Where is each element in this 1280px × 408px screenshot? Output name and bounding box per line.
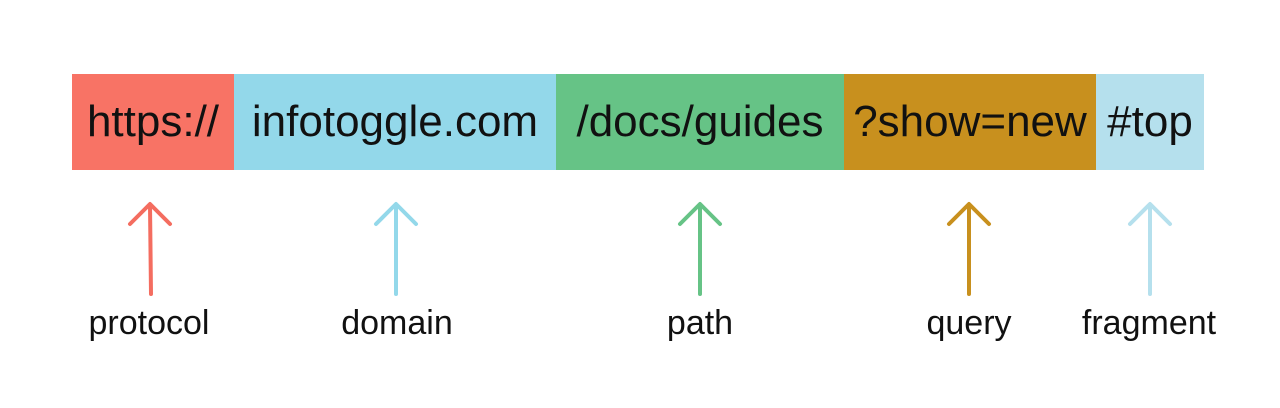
label-fragment: fragment xyxy=(1081,304,1217,342)
url-bar: https:// infotoggle.com /docs/guides ?sh… xyxy=(72,74,1204,170)
url-segment-protocol: https:// xyxy=(72,74,234,170)
label-protocol: protocol xyxy=(88,304,210,342)
url-segment-path: /docs/guides xyxy=(556,74,844,170)
arrow-path-icon xyxy=(678,202,722,296)
arrow-fragment-icon xyxy=(1128,202,1172,296)
arrow-protocol-icon xyxy=(128,202,172,296)
url-segment-query: ?show=new xyxy=(844,74,1096,170)
label-path: path xyxy=(666,304,734,342)
label-query: query xyxy=(926,304,1012,342)
url-segment-fragment: #top xyxy=(1096,74,1204,170)
arrow-query-icon xyxy=(947,202,991,296)
arrow-domain-icon xyxy=(374,202,418,296)
url-segment-domain: infotoggle.com xyxy=(234,74,556,170)
label-domain: domain xyxy=(341,304,453,342)
